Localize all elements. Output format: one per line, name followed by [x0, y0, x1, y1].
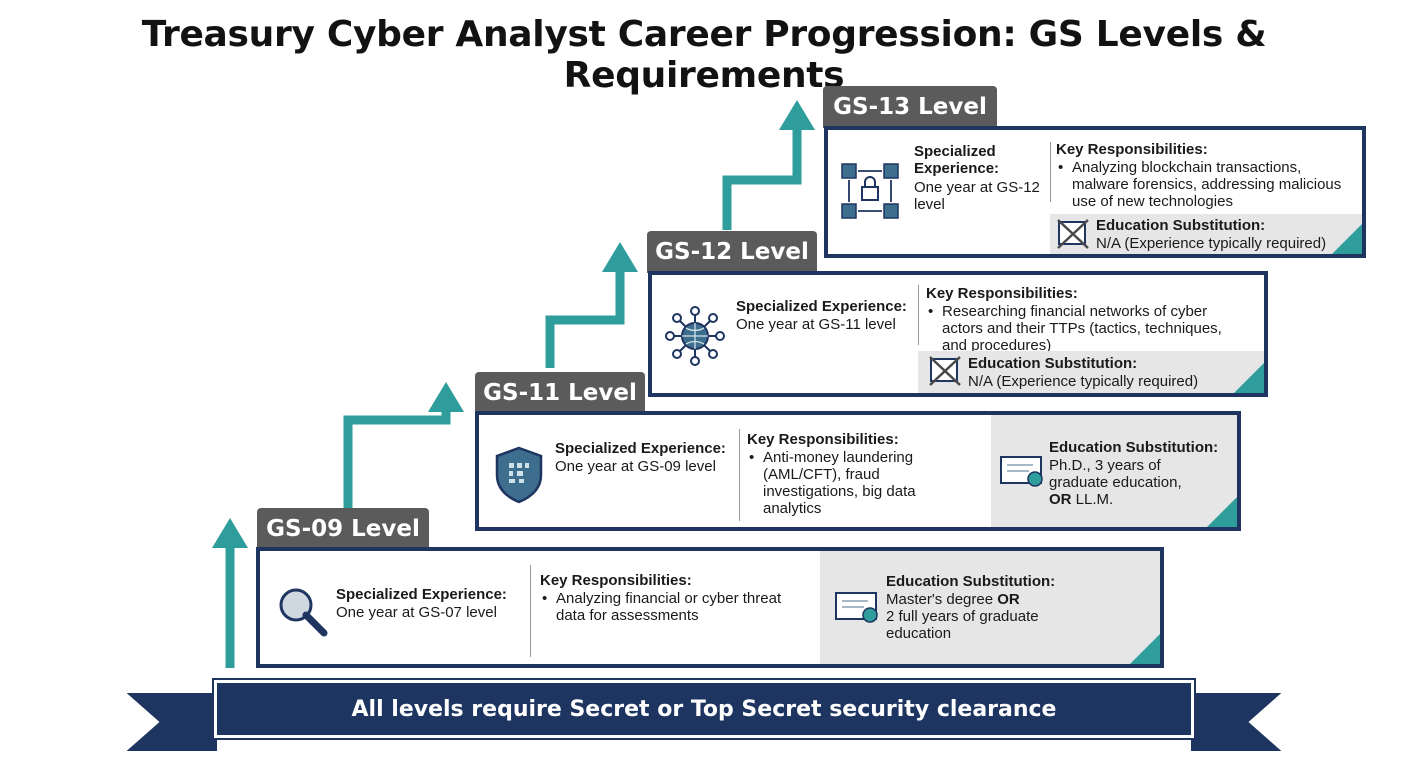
education-label: Education Substitution:: [1096, 217, 1266, 234]
clearance-banner-text: All levels require Secret or Top Secret …: [351, 696, 1057, 722]
divider: [739, 429, 740, 521]
responsibilities-text: Analyzing blockchain transactions, malwa…: [1056, 159, 1346, 210]
level-card-gs-12: Specialized Experience: One year at GS-1…: [648, 271, 1268, 397]
tab-gs-13: GS-13 Level: [823, 86, 997, 128]
responsibilities-text: Anti-money laundering (AML/CFT), fraud i…: [747, 449, 957, 517]
experience-label: Specialized Experience:: [736, 298, 907, 315]
level-card-gs-13: Specialized Experience: One year at GS-1…: [824, 126, 1366, 258]
certificate-icon: [835, 592, 878, 623]
responsibilities-label: Key Responsibilities:: [540, 572, 692, 589]
experience-label: Specialized Experience:: [336, 586, 507, 603]
experience-text: One year at GS-11 level: [736, 316, 896, 333]
page-title: Treasury Cyber Analyst Career Progressio…: [141, 14, 1267, 96]
responsibilities-label: Key Responsibilities:: [747, 431, 899, 448]
clearance-banner: All levels require Secret or Top Secret …: [212, 678, 1196, 740]
no-certificate-icon: [929, 356, 961, 386]
responsibilities-text: Researching financial networks of cyber …: [926, 303, 1246, 354]
network-globe-icon: [665, 306, 725, 366]
education-label: Education Substitution:: [1049, 439, 1219, 456]
responsibilities-label: Key Responsibilities:: [1056, 141, 1208, 158]
education-label: Education Substitution:: [886, 573, 1056, 590]
education-panel: [918, 351, 1264, 393]
divider: [1050, 142, 1051, 202]
education-label: Education Substitution:: [968, 355, 1138, 372]
experience-label: Specialized Experience:: [555, 440, 726, 457]
experience-text: One year at GS-09 level: [555, 458, 716, 475]
education-text: N/A (Experience typically required): [968, 373, 1199, 390]
shield-icon: [495, 446, 543, 504]
certificate-icon: [1000, 456, 1043, 487]
tab-gs-09: GS-09 Level: [257, 508, 429, 550]
responsibilities-text: Analyzing financial or cyber threat data…: [540, 590, 810, 624]
education-panel: [1050, 214, 1362, 254]
education-text: N/A (Experience typically required): [1096, 235, 1327, 252]
tab-gs-12: GS-12 Level: [647, 231, 817, 273]
blockchain-lock-icon: [841, 163, 899, 219]
experience-text: One year at GS-07 level: [336, 604, 497, 621]
no-certificate-icon: [1057, 219, 1089, 249]
corner-accent: [1207, 497, 1237, 527]
tab-gs-11: GS-11 Level: [475, 372, 645, 414]
level-card-gs-11: Specialized Experience: One year at GS-0…: [475, 411, 1241, 531]
responsibilities-label: Key Responsibilities:: [926, 285, 1078, 302]
corner-accent: [1234, 363, 1264, 393]
level-card-gs-09: Specialized Experience: One year at GS-0…: [256, 547, 1164, 668]
corner-accent: [1332, 224, 1362, 254]
corner-accent: [1130, 634, 1160, 664]
experience-text: One year at GS-12 level: [914, 179, 1040, 213]
experience-label: Specialized Experience:: [914, 143, 1000, 177]
divider: [918, 285, 919, 345]
magnifying-glass-icon: [279, 588, 328, 637]
education-text: Ph.D., 3 years of graduate education,OR …: [1049, 457, 1182, 508]
divider: [530, 565, 531, 657]
